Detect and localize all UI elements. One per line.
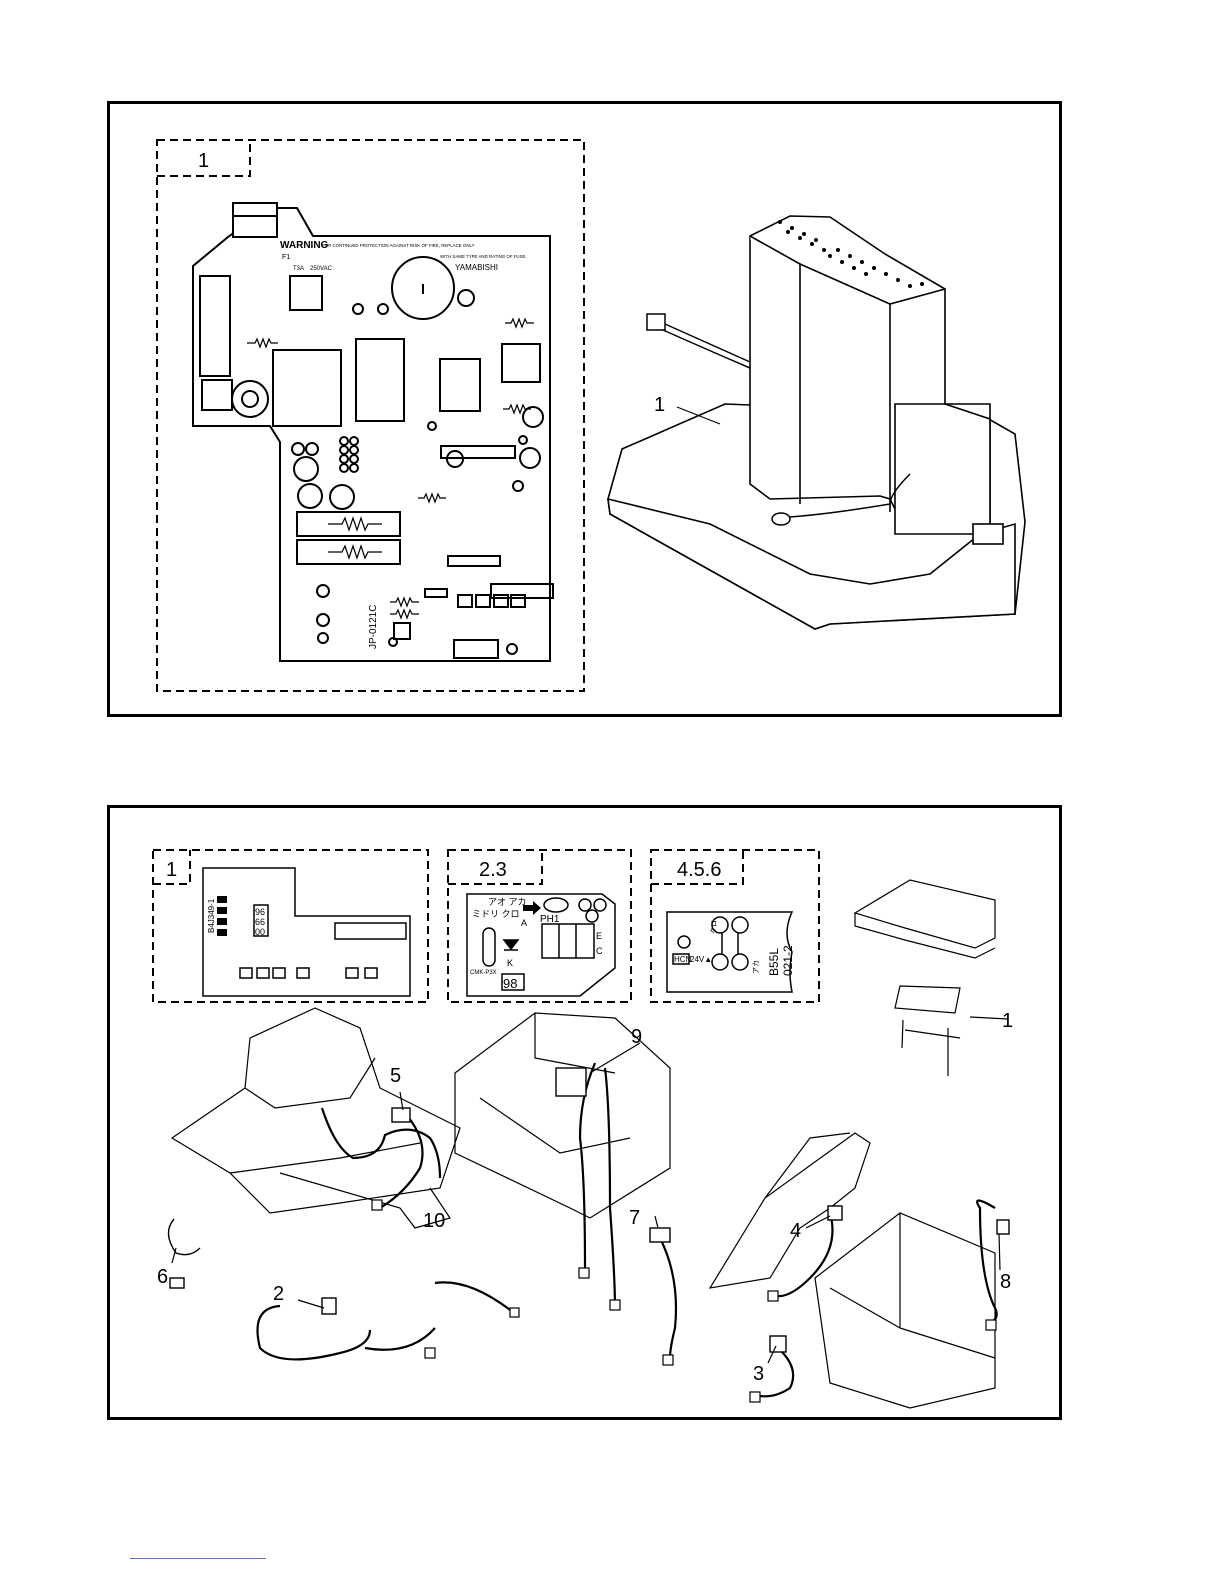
detail23-num: 98 — [503, 976, 517, 991]
detail456-code1: B55L — [767, 948, 781, 976]
detail456-volt: 24V▲ — [690, 955, 712, 964]
detail23-ph: PH1 — [540, 914, 560, 925]
fuse-voltage: 250VAC — [310, 266, 333, 272]
bottom-panel-drawing: 1 2.3 4.5.6 B4J349-1 96 66 00 アオ アカ ミドリ … — [110, 808, 1059, 1417]
callout-9: 9 — [631, 1026, 642, 1048]
detail23-a: A — [521, 918, 527, 928]
warning-line1: FOR CONTINUED PROTECTION AGAINST RISK OF… — [322, 243, 475, 248]
callout-10: 10 — [423, 1210, 445, 1232]
detail456-code2: 021-2 — [781, 945, 795, 976]
power-supply-drawing — [608, 216, 1025, 629]
callout-4: 4 — [790, 1220, 801, 1242]
callout-7: 7 — [629, 1207, 640, 1229]
pcb-callout-number: 1 — [198, 150, 209, 172]
detail23-midori: ミドリ クロ — [472, 909, 520, 919]
detail23-c: C — [596, 946, 603, 956]
callout-6: 6 — [157, 1266, 168, 1288]
top-panel: 1 — [107, 101, 1062, 717]
callout-2: 2 — [273, 1283, 284, 1305]
detail456-hcn: HCN — [674, 955, 692, 964]
detail1-pads — [217, 896, 227, 936]
detail23-e: E — [596, 931, 602, 941]
detail456-callout: 4.5.6 — [677, 859, 721, 881]
callout-8: 8 — [1000, 1271, 1011, 1293]
detail456-kuro: クロ — [710, 920, 718, 934]
detail23-frame — [448, 850, 631, 1002]
detail23-callout: 2.3 — [479, 859, 507, 881]
top-panel-drawing: 1 — [110, 104, 1059, 714]
warning-line2: WITH SAME TYPE AND RATING OF FUSE. — [440, 254, 527, 259]
fuse-rating: T3A — [293, 266, 304, 272]
detail1-board-id: B4J349-1 — [207, 898, 216, 933]
bottom-panel: 1 2.3 4.5.6 B4J349-1 96 66 00 アオ アカ ミドリ … — [107, 805, 1062, 1420]
board-id-label: JP-0121C — [368, 605, 379, 649]
callout-1: 1 — [1002, 1010, 1013, 1032]
detail1-code-a: 96 — [255, 907, 265, 917]
detail1-code-c: 00 — [255, 927, 265, 937]
detail1-callout: 1 — [166, 859, 177, 881]
pcb-board — [193, 203, 553, 661]
callout-5: 5 — [390, 1065, 401, 1087]
part-label-1: 1 — [654, 394, 665, 416]
detail23-k: K — [507, 958, 513, 968]
footer-rule — [130, 1558, 266, 1559]
cables — [258, 1063, 997, 1417]
callout-3: 3 — [753, 1363, 764, 1385]
detail1-frame — [153, 850, 428, 1002]
detail456-aka: アカ — [752, 960, 760, 974]
detail1-board — [203, 868, 410, 996]
fuse-ref: F1 — [282, 254, 290, 261]
detail1-code-b: 66 — [255, 917, 265, 927]
exploded-mechanism — [172, 880, 995, 1408]
maker-label: YAMABISHI — [455, 263, 498, 272]
detail23-model: CMK-P3X — [470, 970, 497, 976]
detail23-aoaka: アオ アカ — [488, 897, 527, 907]
pcb-resistors — [247, 319, 534, 618]
